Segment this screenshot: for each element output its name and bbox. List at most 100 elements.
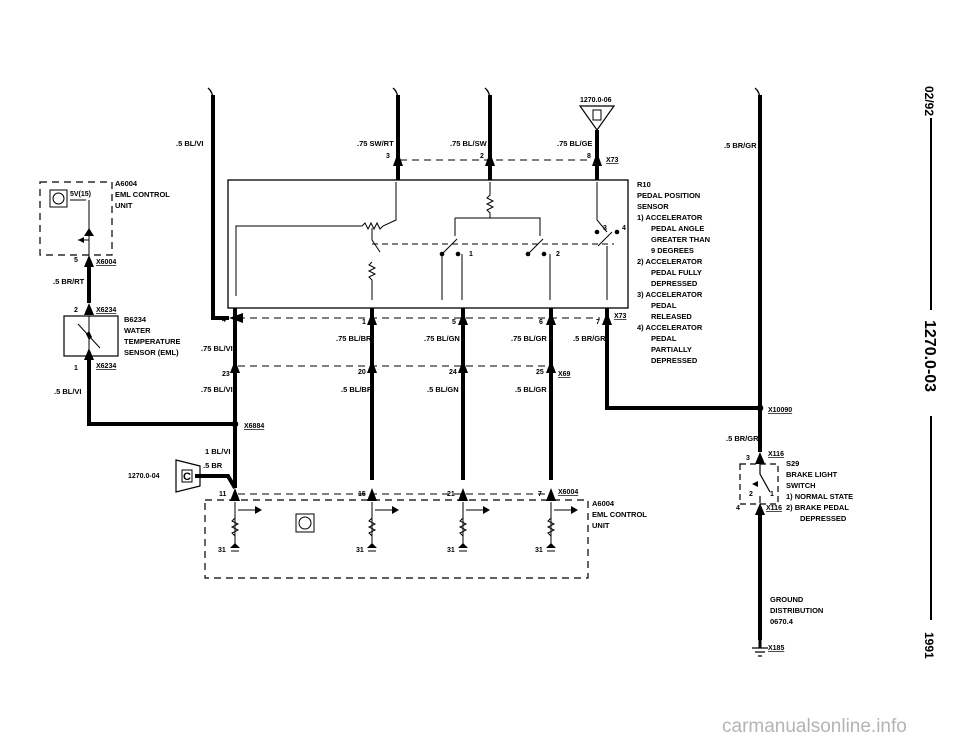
wire-label: .5 BL/VI xyxy=(54,387,82,396)
r10-text: R10 PEDAL POSITION SENSOR 1) ACCELERATOR… xyxy=(637,180,710,365)
svg-text:SWITCH: SWITCH xyxy=(786,481,816,490)
pin-label: 3 xyxy=(386,153,390,160)
connector-dashes xyxy=(238,159,600,367)
a6004-top-box xyxy=(39,181,113,267)
pin-label: 8 xyxy=(587,153,591,160)
svg-text:2) ACCELERATOR: 2) ACCELERATOR xyxy=(637,257,703,266)
pin-label: 2 xyxy=(480,153,484,160)
connector-label: X6884 xyxy=(244,423,264,430)
switch-num: 4 xyxy=(622,225,626,232)
switch-num: 3 xyxy=(603,225,607,232)
svg-text:BRAKE LIGHT: BRAKE LIGHT xyxy=(786,470,838,479)
wire-label: .5 BR/GR xyxy=(726,434,759,443)
svg-text:2) BRAKE PEDAL: 2) BRAKE PEDAL xyxy=(786,503,849,512)
ground-ref-symbol xyxy=(578,105,616,152)
pin-label: 31 xyxy=(356,547,364,554)
pin-label: 21 xyxy=(447,491,455,498)
ref-letter: C xyxy=(183,471,191,483)
svg-text:RELEASED: RELEASED xyxy=(651,312,692,321)
wire-label: .75 BL/SW xyxy=(450,139,488,148)
svg-text:DEPRESSED: DEPRESSED xyxy=(651,356,698,365)
watermark: carmanualsonline.info xyxy=(722,716,907,737)
pin-label: 11 xyxy=(219,491,227,498)
svg-text:PEDAL: PEDAL xyxy=(651,301,677,310)
pin-label: 25 xyxy=(536,369,544,376)
date-label: 02/92 xyxy=(922,86,936,116)
connector-label: X73 xyxy=(606,157,619,164)
svg-text:GROUND: GROUND xyxy=(770,595,804,604)
component-desc: UNIT xyxy=(592,521,610,530)
connector-label: X73 xyxy=(614,313,627,320)
wire-label: .75 BL/GN xyxy=(424,334,460,343)
wire-label: .5 BL/GR xyxy=(515,385,547,394)
svg-text:DISTRIBUTION: DISTRIBUTION xyxy=(770,606,823,615)
ground-text: GROUND DISTRIBUTION 0670.4 xyxy=(770,595,823,626)
pin-label: 23 xyxy=(222,371,230,378)
wire-label: .75 BL/VI xyxy=(201,344,233,353)
pin-label: 6 xyxy=(539,319,543,326)
pin-label: 15 xyxy=(358,491,366,498)
ref-top: 1270.0-06 xyxy=(580,97,612,104)
svg-text:PEDAL POSITION: PEDAL POSITION xyxy=(637,191,700,200)
pin-label: 7 xyxy=(596,319,600,326)
b6234-box xyxy=(63,315,119,357)
switch-num: 1 xyxy=(770,491,774,498)
pin-label: 1 xyxy=(362,319,366,326)
connector-label: X6234 xyxy=(96,363,116,370)
wire-label: .5 BL/BR xyxy=(341,385,373,394)
pin-label: 5 xyxy=(452,319,456,326)
wire-label: .75 BL/BR xyxy=(336,334,372,343)
thick-wires xyxy=(87,95,762,640)
s29-text: S29 BRAKE LIGHT SWITCH 1) NORMAL STATE 2… xyxy=(786,459,853,523)
wire-label: .5 BR xyxy=(203,461,223,470)
supply-label: 5V(15) xyxy=(70,191,91,198)
year-label: 1991 xyxy=(922,632,936,659)
svg-text:4) ACCELERATOR: 4) ACCELERATOR xyxy=(637,323,703,332)
bottom-feed xyxy=(195,430,237,490)
pin-label: 31 xyxy=(535,547,543,554)
svg-text:1) ACCELERATOR: 1) ACCELERATOR xyxy=(637,213,703,222)
pin-label: 1 xyxy=(74,365,78,372)
switch-num: 2 xyxy=(556,251,560,258)
pin-label: 4 xyxy=(222,317,226,324)
svg-text:9 DEGREES: 9 DEGREES xyxy=(651,246,694,255)
svg-text:DEPRESSED: DEPRESSED xyxy=(800,514,847,523)
page-code: 1270.0-03 xyxy=(921,320,938,392)
r10-internals xyxy=(235,182,614,300)
svg-text:PEDAL ANGLE: PEDAL ANGLE xyxy=(651,224,704,233)
connector-label: X116 xyxy=(766,505,782,512)
svg-text:3) ACCELERATOR: 3) ACCELERATOR xyxy=(637,290,703,299)
svg-text:DEPRESSED: DEPRESSED xyxy=(651,279,698,288)
wire-label: .5 BL/VI xyxy=(176,139,204,148)
connector-label: X69 xyxy=(558,371,571,378)
svg-text:SENSOR: SENSOR xyxy=(637,202,669,211)
wire-label: 1 BL/VI xyxy=(205,447,230,456)
component-id: B6234 xyxy=(124,315,147,324)
pin-label: 3 xyxy=(746,455,750,462)
wire-label: .75 BL/GR xyxy=(511,334,547,343)
connector-label: X6004 xyxy=(96,259,116,266)
pin-label: 24 xyxy=(449,369,457,376)
pin-label: 31 xyxy=(447,547,455,554)
svg-text:PARTIALLY: PARTIALLY xyxy=(651,345,692,354)
switch-num: 2 xyxy=(749,491,753,498)
wire-label: .5 BR/GR xyxy=(573,334,606,343)
component-desc: EML CONTROL xyxy=(115,190,170,199)
connector-label: X6004 xyxy=(558,489,578,496)
wire-label: .75 SW/RT xyxy=(357,139,394,148)
component-desc: SENSOR (EML) xyxy=(124,348,179,357)
pin-label: 4 xyxy=(736,505,740,512)
connector-label: X116 xyxy=(768,451,784,458)
pin-label: 5 xyxy=(74,257,78,264)
connector-label: X10090 xyxy=(768,407,792,414)
pin-label: 2 xyxy=(74,307,78,314)
component-desc: TEMPERATURE xyxy=(124,337,181,346)
svg-text:1) NORMAL STATE: 1) NORMAL STATE xyxy=(786,492,853,501)
wire-label: .5 BL/GN xyxy=(427,385,459,394)
svg-text:PEDAL FULLY: PEDAL FULLY xyxy=(651,268,702,277)
ground-symbol xyxy=(752,640,768,657)
svg-text:R10: R10 xyxy=(637,180,651,189)
wire-label: .5 BR/GR xyxy=(724,141,757,150)
wire-label: .75 BL/GE xyxy=(557,139,592,148)
